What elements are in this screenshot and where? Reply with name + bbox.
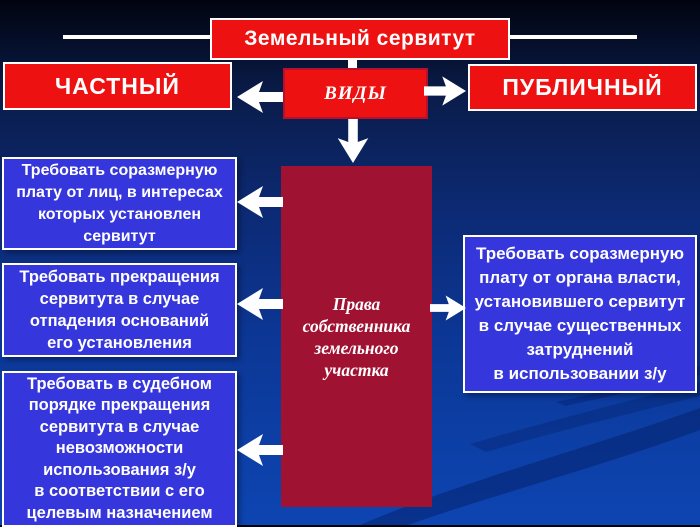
owner-right-3-box: Требовать в судебном порядке прекращения… — [2, 371, 237, 527]
arrow-left-to-owner-right-3-icon — [237, 434, 283, 466]
public-right-box: Требовать соразмерную плату от органа вл… — [463, 235, 697, 393]
arrow-left-to-owner-right-1-icon — [237, 186, 283, 218]
title-to-types-connector — [348, 58, 357, 70]
slide-title: Земельный сервитут — [210, 18, 510, 60]
arrow-left-to-owner-right-2-icon — [237, 288, 283, 320]
types-box: ВИДЫ — [283, 68, 428, 119]
title-left-line — [63, 35, 210, 39]
title-right-line — [510, 35, 637, 39]
arrow-right-to-public-right-icon — [430, 295, 466, 321]
arrow-right-to-public-icon — [424, 76, 466, 106]
arrow-down-to-center-icon — [337, 119, 369, 163]
private-servitude-box: ЧАСТНЫЙ — [3, 62, 232, 110]
arrow-left-to-private-icon — [237, 81, 283, 113]
owner-right-2-box: Требовать прекращения сервитута в случае… — [2, 263, 237, 357]
public-servitude-box: ПУБЛИЧНЫЙ — [468, 64, 697, 111]
owner-right-1-box: Требовать соразмерную плату от лиц, в ин… — [2, 157, 237, 250]
owner-rights-center-box: Права собственника земельного участка — [281, 166, 432, 507]
